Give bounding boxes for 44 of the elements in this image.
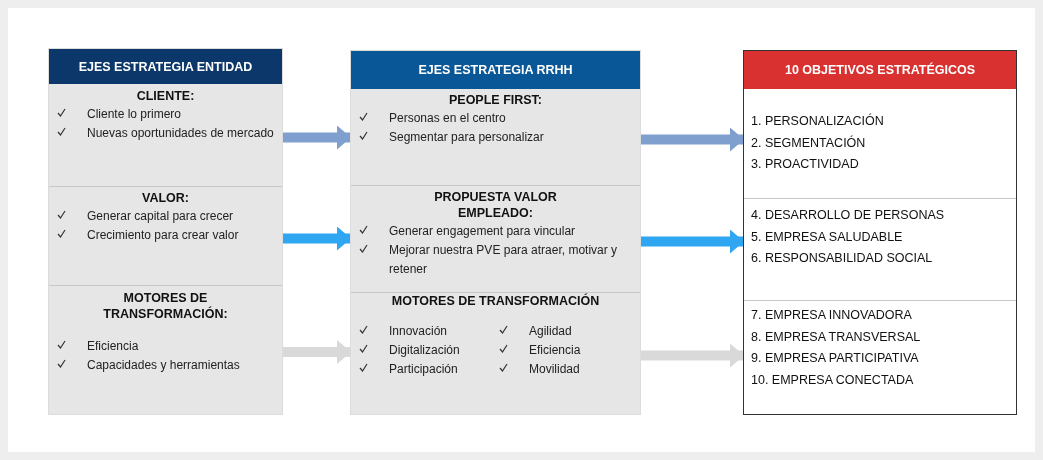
arrow (640, 127, 744, 152)
section-heading: CLIENTE: (135, 88, 196, 104)
section-heading: VALOR: (141, 190, 190, 206)
objective-item: 3. PROACTIVIDAD (750, 156, 860, 173)
arrow (282, 340, 351, 364)
objective-item: 1. PERSONALIZACIÓN (750, 112, 885, 130)
objective-item: 6. RESPONSABILIDAD SOCIAL (750, 250, 934, 267)
list-item: Cliente lo primero (87, 107, 182, 121)
objective-item: 5. EMPRESA SALUDABLE (750, 228, 904, 246)
list-item: Participación (389, 362, 458, 376)
list-item: Eficiencia (87, 339, 139, 353)
arrow (640, 343, 744, 368)
section-heading: PROPUESTA VALOR EMPLEADO: (433, 189, 558, 221)
column-header: EJES ESTRATEGIA RRHH (351, 51, 640, 89)
list-item: Agilidad (529, 324, 572, 338)
section-heading: MOTORES DE TRANSFORMACIÓN (390, 293, 601, 309)
column-panel (350, 50, 641, 415)
list-item: Capacidades y herramientas (87, 358, 240, 372)
list-item: Movilidad (529, 362, 580, 376)
list-item: Crecimiento para crear valor (87, 228, 239, 242)
list-item: Generar capital para crecer (87, 209, 234, 223)
objective-item: 4. DESARROLLO DE PERSONAS (750, 207, 946, 224)
list-item: Digitalización (389, 343, 460, 357)
objective-item: 8. EMPRESA TRANSVERSAL (750, 328, 922, 346)
objective-item: 10. EMPRESA CONECTADA (750, 371, 915, 389)
list-item: Mejorar nuestra PVE para atraer, motivar y retener (389, 243, 618, 276)
list-item: Personas en el centro (389, 111, 506, 125)
objective-item: 9. EMPRESA PARTICIPATIVA (750, 350, 920, 367)
column-panel (48, 48, 283, 415)
list-item: Innovación (389, 324, 448, 338)
objective-item: 7. EMPRESA INNOVADORA (750, 307, 913, 324)
arrow (282, 125, 351, 150)
arrow (640, 229, 744, 254)
column-panel (743, 50, 1017, 415)
list-item: Nuevas oportunidades de mercado (87, 126, 274, 140)
column-header: 10 OBJETIVOS ESTRATÉGICOS (744, 51, 1016, 89)
objective-item: 2. SEGMENTACIÓN (750, 134, 867, 152)
list-item: Segmentar para personalizar (389, 130, 544, 144)
column-header: EJES ESTRATEGIA ENTIDAD (49, 49, 282, 84)
section-heading: MOTORES DE TRANSFORMACIÓN: (102, 290, 229, 322)
list-item: Eficiencia (529, 343, 581, 357)
arrow (282, 226, 351, 251)
section-heading: PEOPLE FIRST: (447, 92, 544, 108)
list-item: Generar engagement para vincular (389, 224, 576, 238)
